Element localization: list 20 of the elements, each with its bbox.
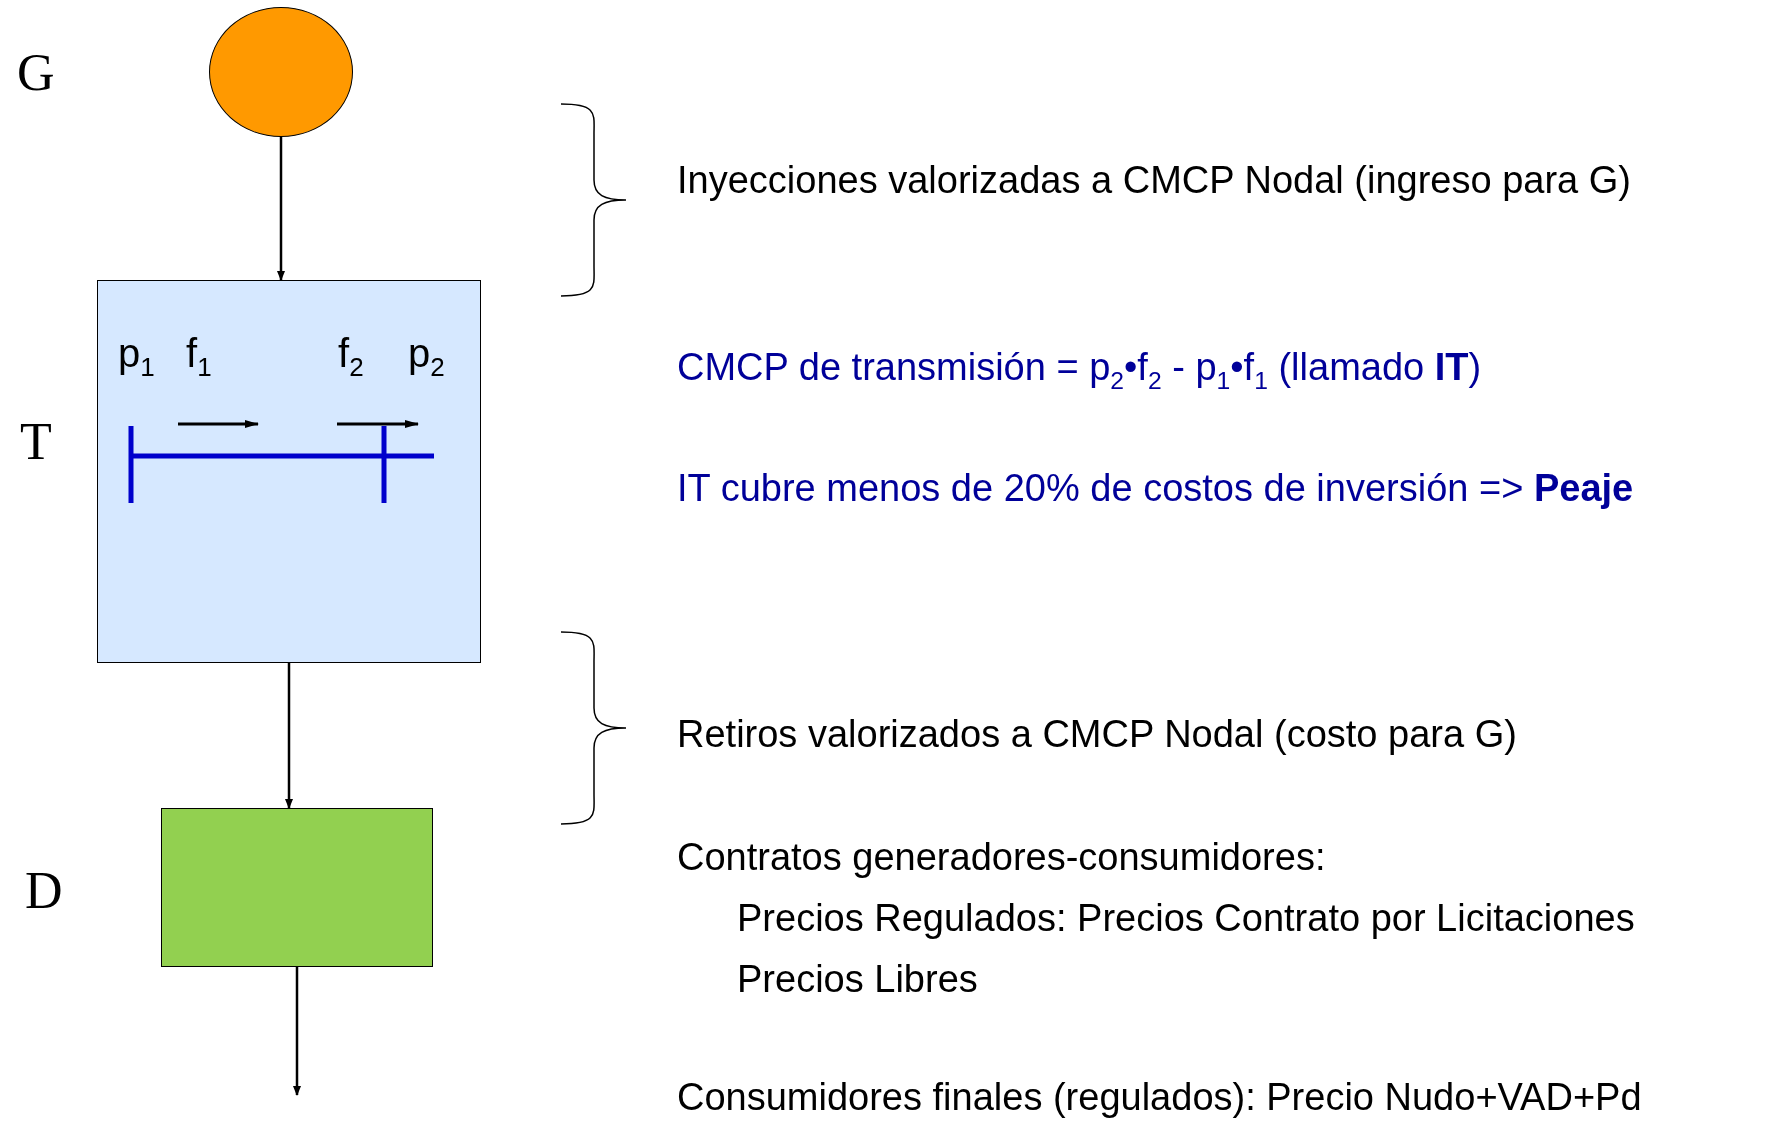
variable-label: f$_{1}$: [186, 331, 212, 384]
annotation-text: Precios Regulados: Precios Contrato por Licitaciones: [737, 896, 1635, 940]
annotation-text: IT cubre menos de 20% de costos de inversión => Peaje: [677, 466, 1634, 510]
arrow: [285, 663, 293, 809]
annotation-text: Precios Libres: [737, 957, 978, 1001]
annotation-text: Retiros valorizados a CMCP Nodal (costo para G): [677, 712, 1517, 756]
annotation-text: Inyecciones valorizadas a CMCP Nodal (ingreso para G): [677, 158, 1631, 202]
transmission-box: [97, 280, 481, 663]
annotation-text: Consumidores finales (regulados): Precio Nudo+VAD+Pd: [677, 1075, 1642, 1119]
node-letter: D: [25, 863, 63, 919]
arrow: [293, 967, 301, 1096]
node-letter: T: [20, 414, 52, 470]
distribution-box: [161, 808, 433, 967]
annotation-text: CMCP de transmisión = p$_{2}$•f$_{2}$ - p$_{1}$•f$_{1}$ (llamado IT): [677, 345, 1482, 396]
node-letter: G: [17, 45, 55, 101]
annotation-text: Contratos generadores-consumidores:: [677, 835, 1326, 879]
variable-label: f$_{2}$: [338, 331, 364, 384]
arrow: [277, 137, 285, 281]
variable-label: p$_{1}$: [118, 331, 155, 384]
variable-label: p$_{2}$: [408, 331, 445, 384]
